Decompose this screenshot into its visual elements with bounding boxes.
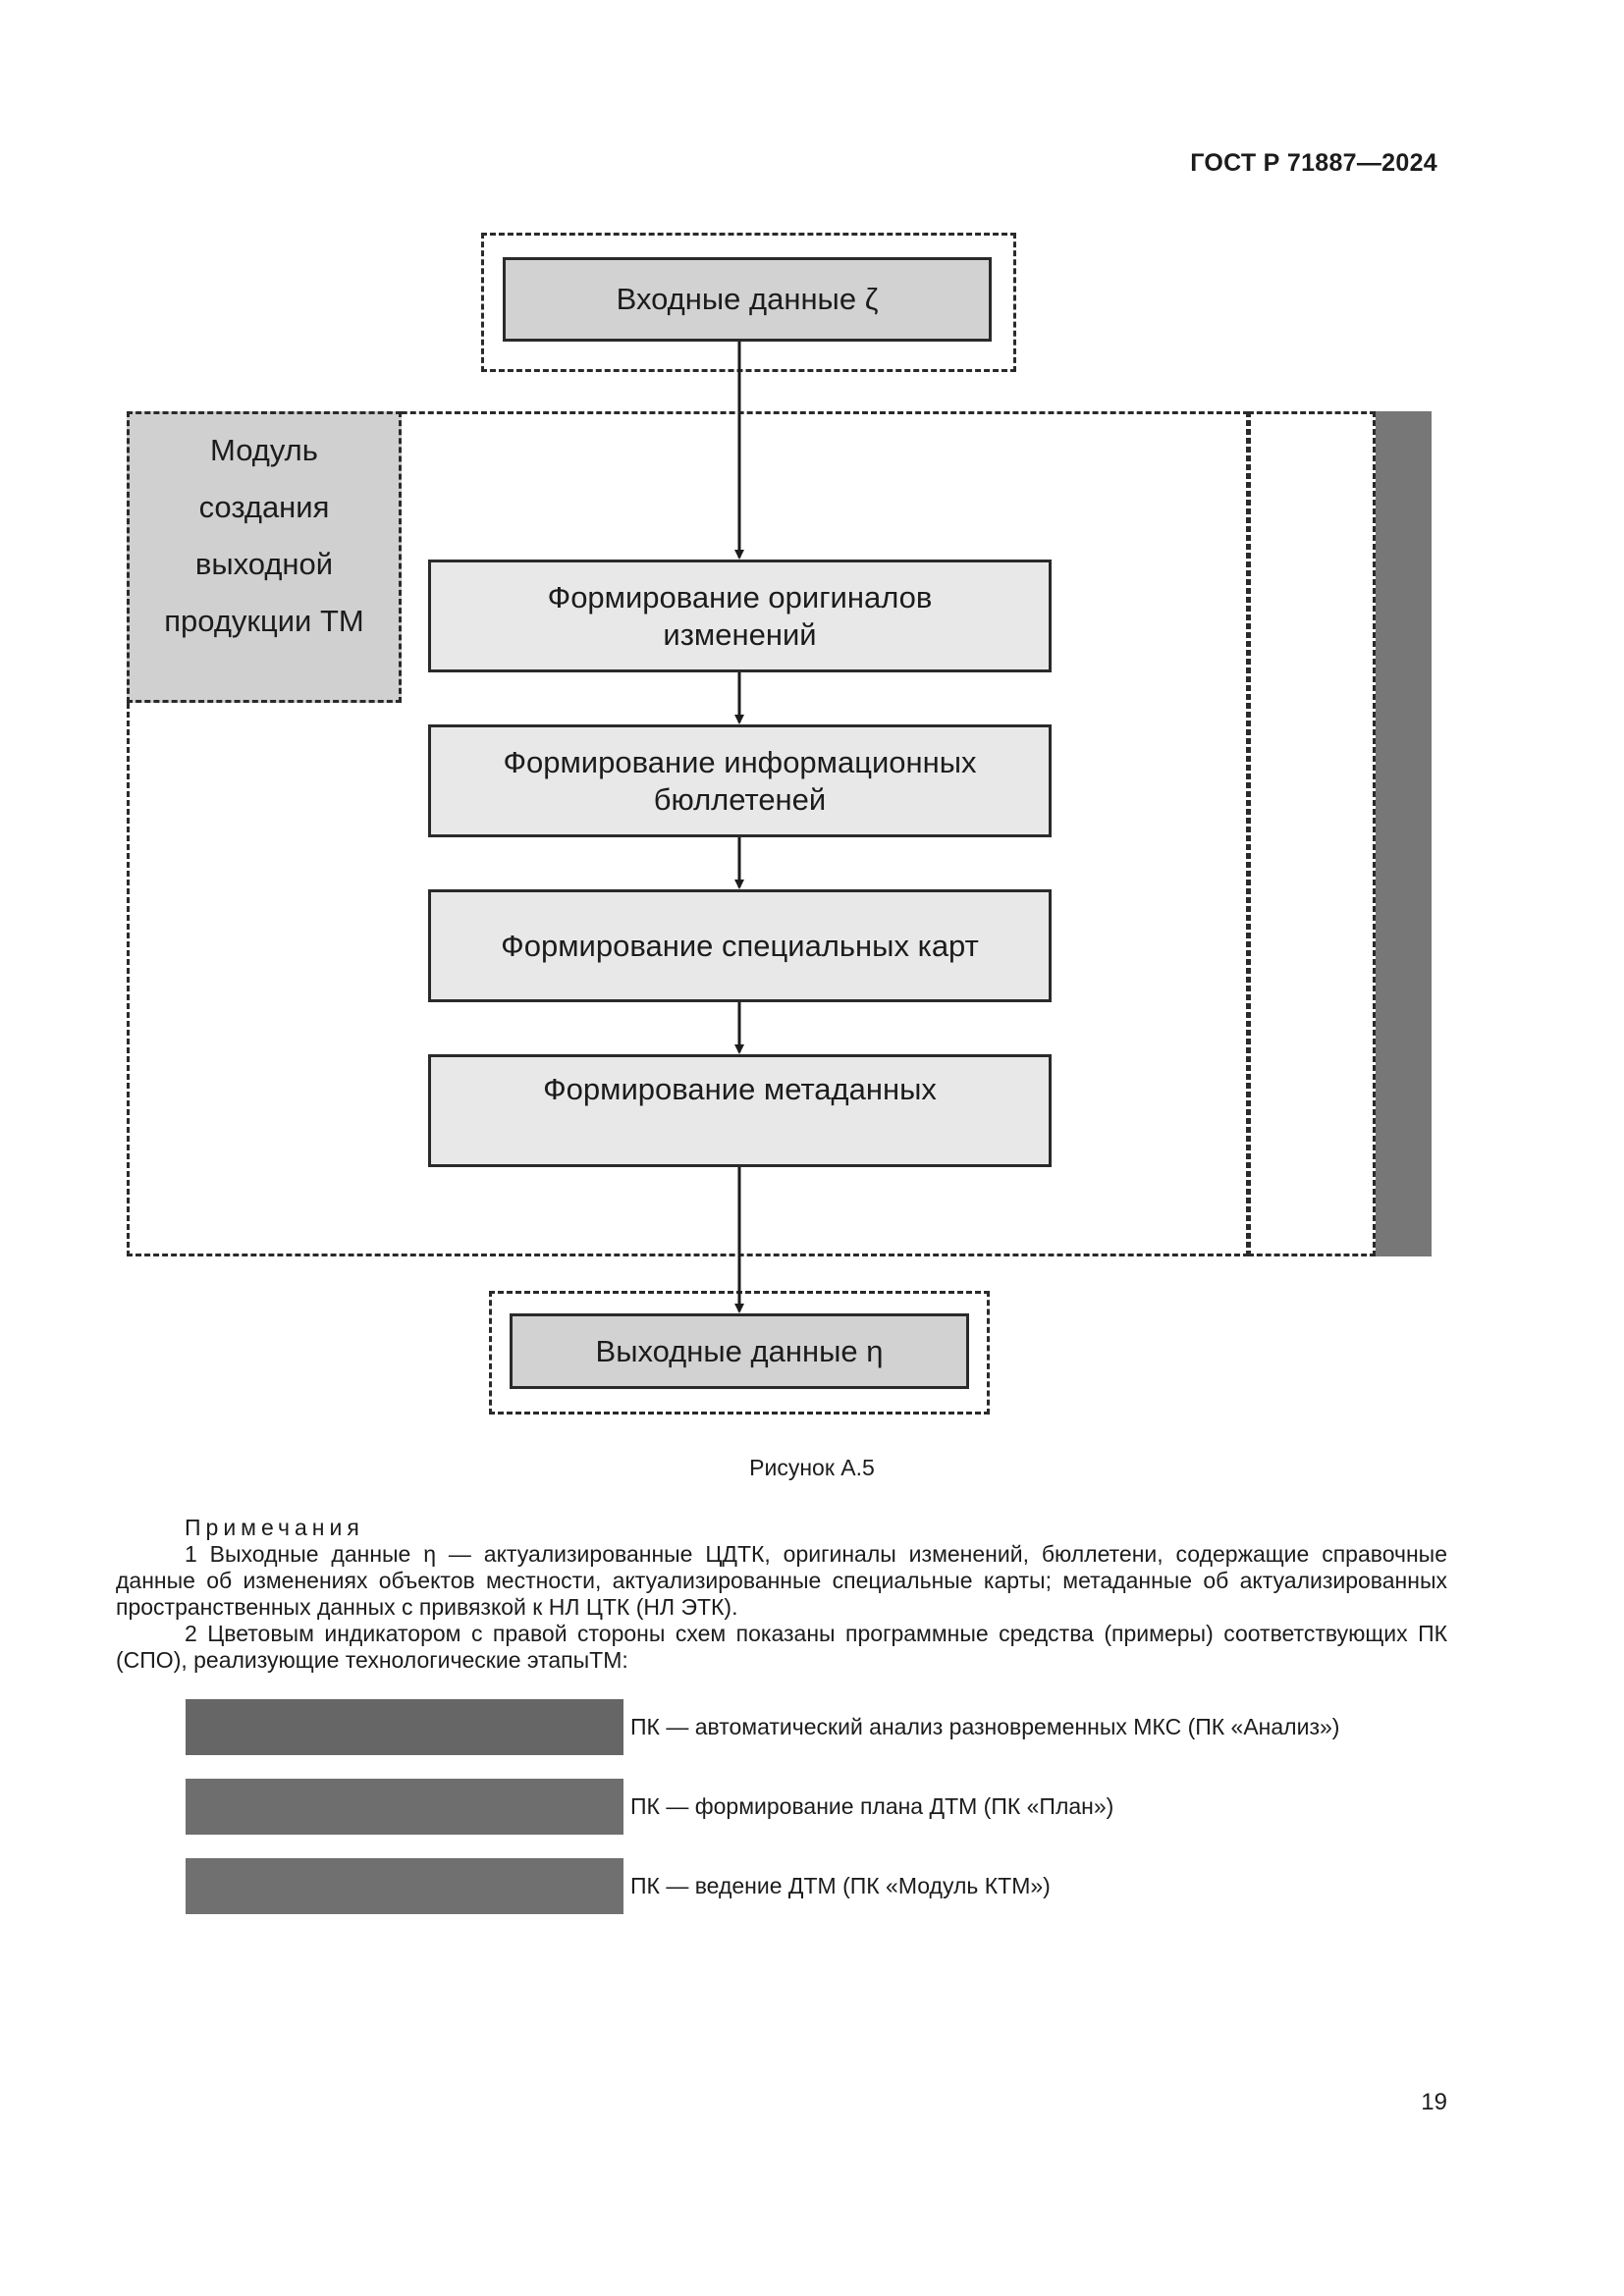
legend-label-module: ПК — ведение ДТМ (ПК «Модуль КТМ») xyxy=(630,1873,1051,1898)
step-label: Формирование метаданных xyxy=(543,1072,937,1106)
legend-label-analysis: ПК — автоматический анализ разновременны… xyxy=(630,1714,1340,1739)
note-2: 2 Цветовым индикатором с правой стороны … xyxy=(116,1621,1447,1673)
legend-bar-plan xyxy=(186,1779,623,1835)
note-1: 1 Выходные данные η — актуализированные … xyxy=(116,1541,1447,1620)
output-data-label: Выходные данные η xyxy=(595,1333,884,1368)
software-indicator-bar xyxy=(1376,411,1432,1256)
module-label-line: выходной xyxy=(194,547,334,581)
page-number: 19 xyxy=(1421,2089,1447,2115)
module-frame xyxy=(127,411,1249,1256)
step-label: Формирование информационных xyxy=(503,744,977,779)
input-frame xyxy=(481,233,1016,372)
input-data-label: Входные данные ζ xyxy=(616,282,879,316)
module-label-line: продукции ТМ xyxy=(164,604,364,638)
step-label: бюллетеней xyxy=(653,781,827,817)
step-special-maps: Формирование специальных карт xyxy=(428,889,1052,1002)
document-id: ГОСТ Р 71887—2024 xyxy=(1190,149,1437,177)
module-label-line: создания xyxy=(198,490,330,524)
input-data-box: Входные данные ζ xyxy=(503,257,992,342)
module-label-box: Модуль создания выходной продукции ТМ xyxy=(127,411,402,703)
legend-bar-analysis xyxy=(186,1699,623,1755)
legend-label-plan: ПК — формирование плана ДТМ (ПК «План») xyxy=(630,1793,1114,1819)
figure-caption: Рисунок А.5 xyxy=(749,1455,875,1480)
output-data-box: Выходные данные η xyxy=(510,1313,969,1389)
module-label-line: Модуль xyxy=(210,433,318,467)
notes-section: Примечания 1 Выходные данные η — актуали… xyxy=(116,1515,1447,1674)
step-originals: Формирование оригиналов изменений xyxy=(428,560,1052,672)
step-bulletins: Формирование информационных бюллетеней xyxy=(428,724,1052,837)
legend-bar-module xyxy=(186,1858,623,1914)
sidebar-frame xyxy=(1248,411,1376,1256)
step-label: Формирование специальных карт xyxy=(501,928,979,963)
step-label: изменений xyxy=(663,616,817,652)
notes-title: Примечания xyxy=(185,1515,364,1540)
step-metadata: Формирование метаданных xyxy=(428,1054,1052,1167)
step-label: Формирование оригиналов xyxy=(547,579,933,614)
